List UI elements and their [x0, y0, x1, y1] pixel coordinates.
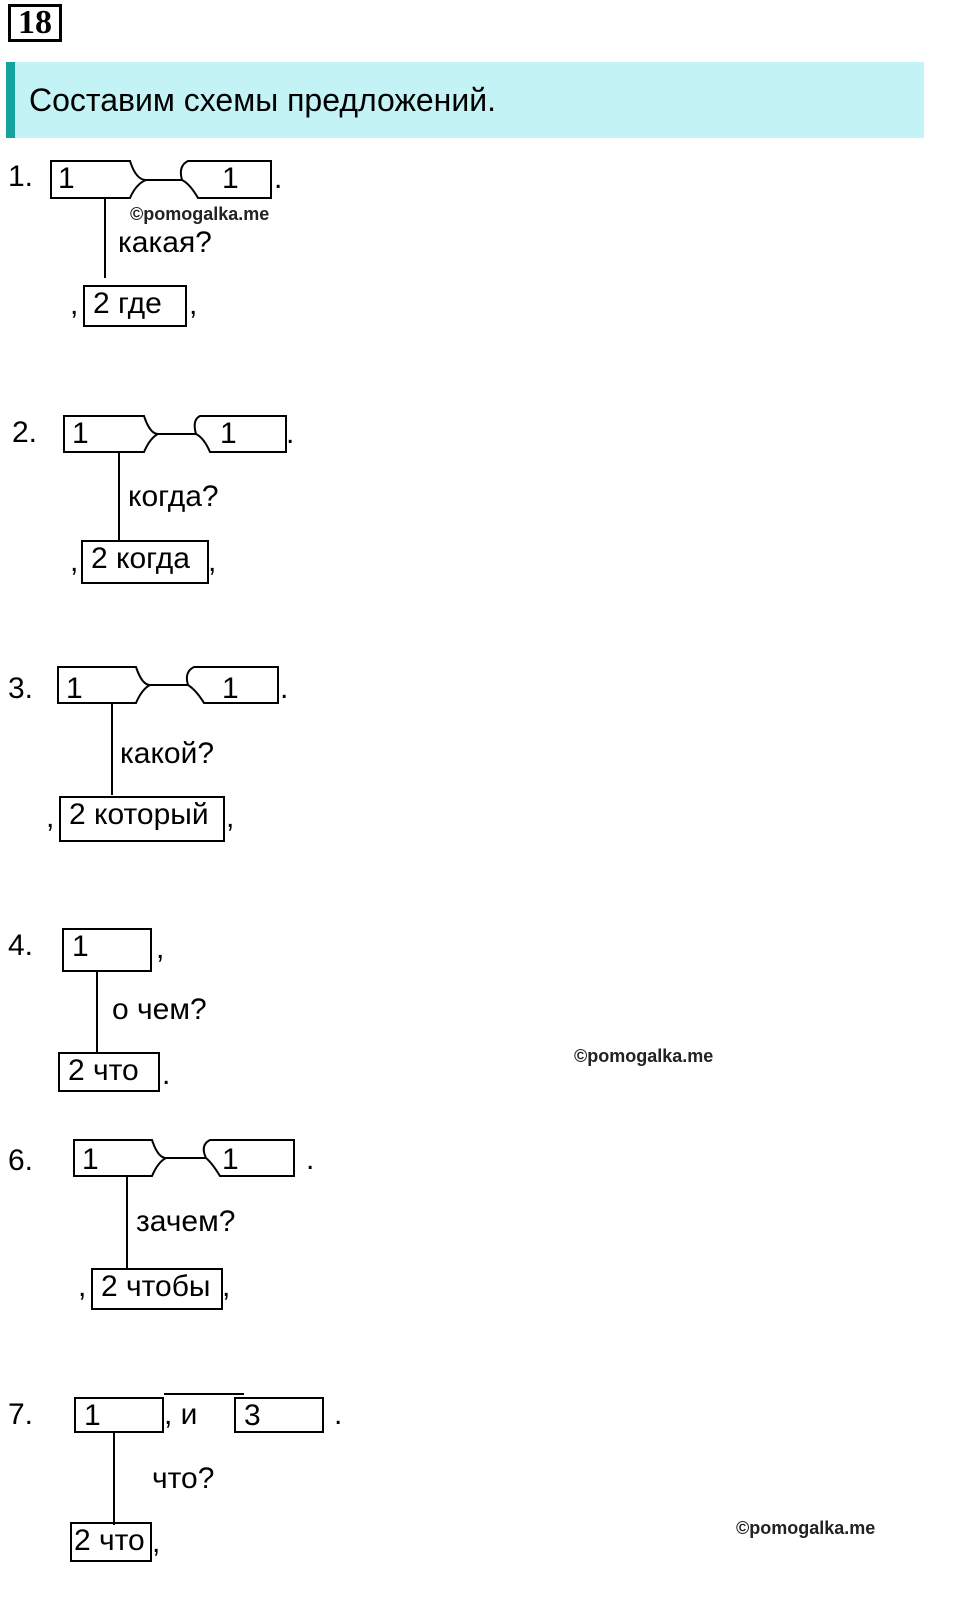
- connector-line: [96, 972, 98, 1052]
- main-box: 1: [74, 1397, 164, 1433]
- scheme-label: 2.: [12, 416, 38, 449]
- question-text: что?: [152, 1462, 215, 1495]
- watermark: ©pomogalka.me: [574, 1046, 714, 1066]
- question-text: когда?: [128, 480, 219, 513]
- left-box-text: 1: [82, 1143, 99, 1176]
- subordinate-box: 2 который: [59, 796, 225, 842]
- question-text: какой?: [120, 737, 215, 770]
- right-box-text: 1: [222, 672, 239, 705]
- end-mark: .: [306, 1143, 315, 1176]
- question-text: зачем?: [136, 1205, 236, 1238]
- scheme-label: 3.: [8, 672, 34, 705]
- scheme-label: 7.: [8, 1398, 34, 1431]
- subordinate-box: 2 чтобы: [91, 1268, 223, 1310]
- task-number: 18: [8, 4, 62, 42]
- scheme-label: 1.: [8, 160, 34, 193]
- instruction-text: Составим схемы предложений.: [29, 82, 496, 118]
- connector-line: [164, 1393, 244, 1395]
- comma: ,: [208, 545, 217, 578]
- comma: ,: [46, 801, 55, 834]
- left-box-text: 1: [66, 672, 83, 705]
- scheme-label: 4.: [8, 929, 34, 962]
- comma: ,: [226, 801, 235, 834]
- end-mark: .: [280, 672, 289, 705]
- comma: ,: [152, 1526, 161, 1559]
- end-mark: .: [334, 1398, 343, 1431]
- conjunction: , и: [164, 1398, 198, 1431]
- end-mark: .: [274, 162, 283, 195]
- right-box-text: 1: [222, 162, 239, 195]
- comma: ,: [70, 545, 79, 578]
- subordinate-box: 2 что: [70, 1522, 152, 1562]
- comma: ,: [156, 932, 165, 965]
- instruction-banner: Составим схемы предложений.: [6, 62, 924, 138]
- connector-line: [126, 1176, 128, 1268]
- third-box: 3: [234, 1397, 324, 1433]
- comma: ,: [78, 1270, 87, 1303]
- scheme-label: 6.: [8, 1144, 34, 1177]
- connector-line: [113, 1433, 115, 1525]
- subordinate-box: 2 где: [83, 285, 187, 327]
- right-box-text: 1: [222, 1143, 239, 1176]
- comma: ,: [222, 1270, 231, 1303]
- question-text: какая?: [118, 226, 212, 259]
- connector-line: [118, 452, 120, 542]
- question-text: о чем?: [112, 993, 207, 1026]
- comma: ,: [189, 288, 198, 321]
- subordinate-box: 2 когда: [81, 540, 209, 584]
- left-box-text: 1: [72, 417, 89, 450]
- connector-line: [111, 703, 113, 795]
- right-box-text: 1: [220, 417, 237, 450]
- end-mark: .: [286, 417, 295, 450]
- connector-line: [104, 198, 106, 278]
- watermark: ©pomogalka.me: [736, 1518, 876, 1538]
- watermark: ©pomogalka.me: [130, 204, 270, 224]
- end-mark: .: [162, 1058, 171, 1091]
- comma: ,: [70, 288, 79, 321]
- main-box: 1: [62, 928, 152, 972]
- left-box-text: 1: [58, 162, 75, 195]
- subordinate-box: 2 что: [58, 1052, 160, 1092]
